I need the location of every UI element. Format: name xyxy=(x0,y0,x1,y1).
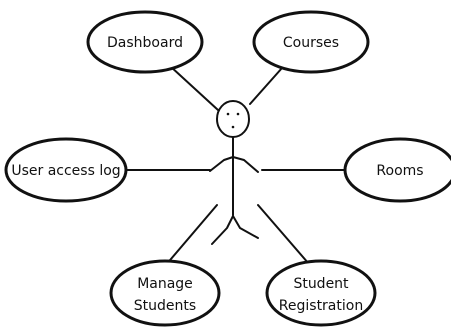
actor-head xyxy=(216,100,250,138)
use-case-student-registration-label-line2: Registration xyxy=(279,298,363,314)
actor-eye-right xyxy=(236,112,240,116)
connector-student-registration xyxy=(257,204,310,265)
actor-legs xyxy=(211,215,259,245)
use-case-manage-students-label-line1: Manage xyxy=(137,276,193,292)
use-case-courses-label: Courses xyxy=(283,35,339,51)
connector-dashboard xyxy=(169,65,219,111)
use-case-student-registration-label-line1: Student xyxy=(293,276,349,292)
use-case-courses: Courses xyxy=(252,10,370,74)
use-case-user-access-log: User access log xyxy=(4,137,128,203)
actor-eye-left xyxy=(226,112,230,116)
actor-mouth xyxy=(231,125,235,129)
use-case-manage-students: Manage Students xyxy=(109,259,221,327)
use-case-dashboard: Dashboard xyxy=(86,10,204,74)
use-case-manage-students-label-line2: Students xyxy=(134,298,196,314)
use-case-user-access-log-label: User access log xyxy=(11,163,120,179)
actor-stick-figure xyxy=(209,100,259,245)
connector-courses xyxy=(249,67,283,105)
use-case-rooms: Rooms xyxy=(343,137,451,203)
use-case-rooms-label: Rooms xyxy=(376,163,423,179)
connector-manage-students xyxy=(164,204,218,267)
use-case-student-registration: Student Registration xyxy=(265,259,377,327)
use-case-dashboard-label: Dashboard xyxy=(107,35,183,51)
actor-arms xyxy=(209,156,259,173)
